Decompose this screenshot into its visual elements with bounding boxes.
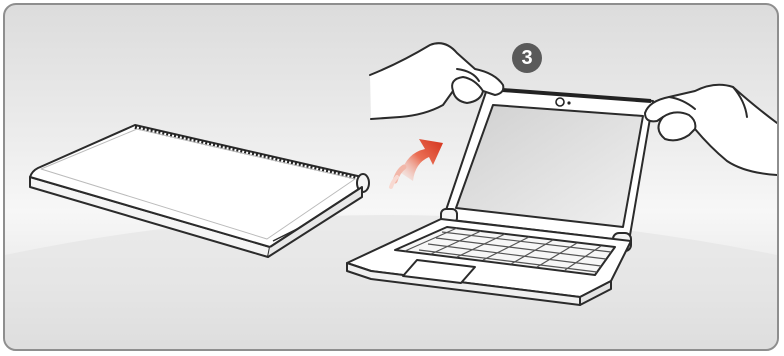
- open-arrow-icon: [391, 139, 443, 187]
- illustration-frame: 3: [3, 3, 779, 351]
- illustration-canvas: [5, 5, 777, 349]
- open-laptop-icon: [347, 89, 653, 305]
- step-number-badge: 3: [512, 43, 542, 73]
- right-hand-icon: [645, 85, 777, 175]
